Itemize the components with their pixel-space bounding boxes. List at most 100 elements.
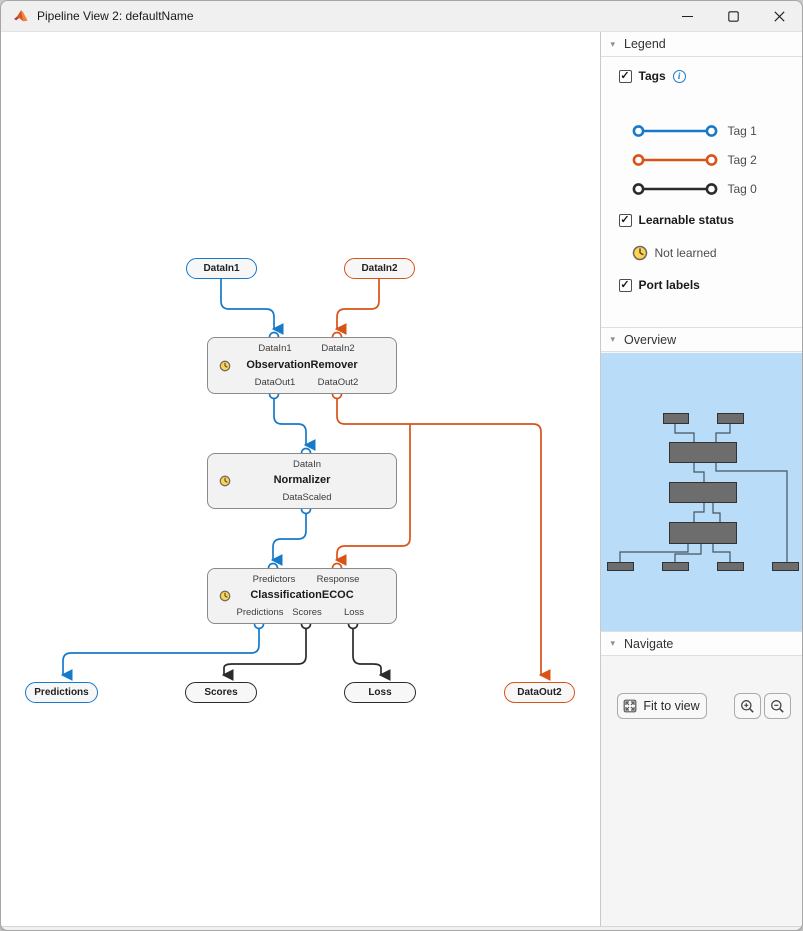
edge-datascaled-predictors[interactable] (270, 514, 307, 566)
edge-dataout2-sink[interactable] (336, 399, 551, 681)
zoom-out-button[interactable] (763, 693, 791, 719)
close-icon[interactable] (756, 1, 802, 31)
minimap-node (606, 562, 634, 571)
window-controls (664, 1, 802, 31)
info-icon[interactable]: i (672, 69, 686, 83)
collapse-arrow-icon[interactable]: ▾ (610, 638, 616, 648)
tag1-row: Tag 1 (632, 124, 757, 138)
node-datain2[interactable]: DataIn2 (344, 258, 415, 279)
minimize-icon[interactable] (664, 1, 710, 31)
fit-to-view-button[interactable]: Fit to view (616, 693, 707, 719)
port-label: Predictions (236, 607, 284, 618)
block-classificationecoc[interactable]: Predictors Response ClassificationECOC P… (207, 568, 397, 624)
edge-loss[interactable] (352, 629, 391, 681)
tag0-line-icon (632, 183, 717, 195)
tag0-label: Tag 0 (727, 182, 757, 196)
overview-header[interactable]: ▾ Overview (600, 327, 802, 352)
node-label: DataOut2 (517, 687, 562, 698)
tags-label: Tags (638, 69, 666, 83)
learnable-checkbox-row: ✓ Learnable status (618, 213, 734, 227)
port-label: DataOut2 (317, 377, 359, 388)
minimap-node (668, 522, 737, 544)
tag1-label: Tag 1 (727, 124, 757, 138)
port-label: DataOut1 (254, 377, 296, 388)
edge-predictions[interactable] (60, 629, 260, 681)
port-label: DataIn2 (321, 343, 355, 354)
not-learned-icon (219, 475, 231, 487)
legend-header[interactable]: ▾ Legend (600, 32, 802, 57)
navigate-header[interactable]: ▾ Navigate (600, 631, 802, 656)
not-learned-row: Not learned (632, 245, 717, 261)
minimap-node (661, 562, 689, 571)
node-label: DataIn1 (203, 263, 240, 274)
port-labels-label: Port labels (638, 278, 700, 292)
fit-to-view-icon (623, 699, 637, 713)
legend-header-label: Legend (624, 37, 666, 51)
minimap-node (668, 482, 737, 503)
node-scores[interactable]: Scores (185, 682, 257, 703)
tag1-line-icon (632, 125, 717, 137)
block-title: ObservationRemover (246, 359, 358, 371)
block-observationremover[interactable]: DataIn1 DataIn2 ObservationRemover DataO… (207, 337, 397, 394)
node-label: Predictions (34, 687, 89, 698)
port-label: DataScaled (282, 492, 332, 503)
tag2-line-icon (632, 154, 717, 166)
zoom-out-icon (770, 699, 784, 713)
edge-scores[interactable] (221, 629, 307, 681)
overview-header-label: Overview (624, 332, 677, 347)
window-title: Pipeline View 2: defaultName (37, 9, 194, 23)
right-panel: ▾ Legend ✓ Tags i Tag 1 (599, 32, 802, 926)
learnable-status-label: Learnable status (638, 213, 734, 227)
minimap-node (716, 562, 744, 571)
node-label: Loss (368, 687, 392, 698)
port-label: Scores (292, 607, 322, 618)
port-labels-checkbox[interactable]: ✓ (618, 278, 632, 292)
not-learned-label: Not learned (654, 246, 717, 260)
not-learned-icon (219, 360, 231, 372)
legend-body: ✓ Tags i Tag 1 (600, 57, 802, 333)
node-label: Scores (204, 687, 238, 698)
tag2-row: Tag 2 (632, 153, 757, 167)
block-title: Normalizer (273, 474, 331, 486)
port-labels-checkbox-row: ✓ Port labels (618, 278, 700, 292)
edge-dataout1-datain[interactable] (273, 399, 316, 451)
edge-datain2[interactable] (334, 279, 380, 335)
block-title: ClassificationECOC (250, 589, 354, 601)
zoom-in-button[interactable] (733, 693, 761, 719)
minimap-node (716, 413, 744, 424)
tag2-label: Tag 2 (727, 153, 757, 167)
not-learned-icon (219, 590, 231, 602)
learnable-status-checkbox[interactable]: ✓ (618, 213, 632, 227)
node-dataout2[interactable]: DataOut2 (504, 682, 575, 703)
port-label: Loss (343, 607, 365, 618)
tags-checkbox-row: ✓ Tags i (618, 69, 686, 83)
minimap-node (771, 562, 799, 571)
node-loss[interactable]: Loss (344, 682, 416, 703)
port-label: DataIn (293, 459, 321, 470)
tag0-row: Tag 0 (632, 182, 757, 196)
port-label: Response (316, 574, 360, 585)
minimap-node (662, 413, 689, 424)
fit-to-view-label: Fit to view (643, 699, 700, 713)
pipeline-canvas[interactable]: DataIn1 DataIn2 DataIn1 DataIn2 Observat… (1, 32, 600, 926)
tags-checkbox[interactable]: ✓ (618, 69, 632, 83)
port-label: DataIn1 (258, 343, 292, 354)
maximize-icon[interactable] (710, 1, 756, 31)
minimap-node (668, 442, 737, 463)
matlab-logo-icon (14, 10, 28, 22)
block-normalizer[interactable]: DataIn Normalizer DataScaled (207, 453, 397, 509)
node-label: DataIn2 (361, 263, 398, 274)
not-learned-icon (632, 245, 647, 261)
window-bottom-edge (1, 926, 802, 930)
collapse-arrow-icon[interactable]: ▾ (610, 334, 616, 344)
node-predictions[interactable]: Predictions (25, 682, 98, 703)
navigate-body: Fit to view (600, 657, 802, 926)
node-datain1[interactable]: DataIn1 (186, 258, 257, 279)
edge-datain1[interactable] (220, 279, 284, 335)
overview-minimap[interactable] (600, 353, 802, 631)
titlebar: Pipeline View 2: defaultName (1, 1, 802, 32)
navigate-header-label: Navigate (624, 636, 674, 651)
port-label: Predictors (252, 574, 296, 585)
collapse-arrow-icon[interactable]: ▾ (610, 38, 616, 49)
